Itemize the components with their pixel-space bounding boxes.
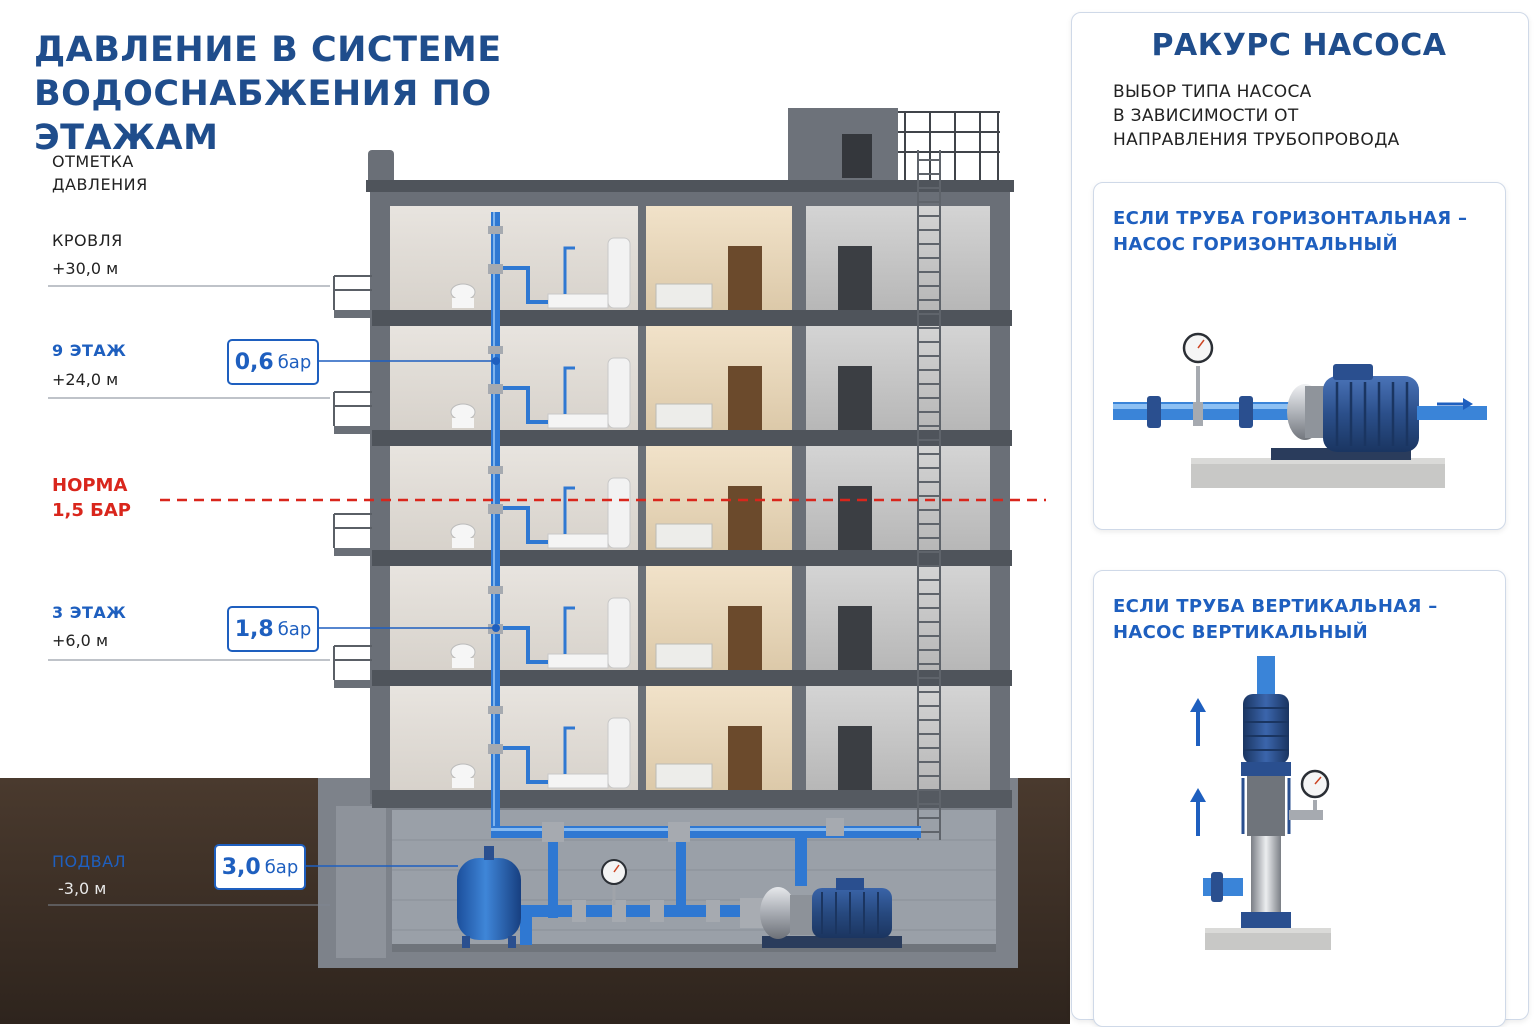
basement-pressure-gauge-icon	[601, 859, 627, 905]
pressure-gauge-icon	[1182, 332, 1214, 364]
vertical-caption: ЕСЛИ ТРУБА ВЕРТИКАЛЬНАЯ – НАСОС ВЕРТИКАЛ…	[1113, 596, 1438, 643]
floor-2	[372, 326, 1012, 446]
level-9-value: +24,0 м	[52, 370, 119, 389]
pressure-unit: бар	[277, 351, 312, 373]
bathroom-room	[390, 326, 638, 430]
pressure-value: 3,0	[221, 854, 261, 880]
horizontal-caption: ЕСЛИ ТРУБА ГОРИЗОНТАЛЬНАЯ – НАСОС ГОРИЗО…	[1113, 208, 1468, 255]
pressure-unit: бар	[277, 618, 312, 640]
level-3-name: 3 ЭТАЖ	[52, 603, 127, 622]
norm-label-line2: 1,5 БАР	[52, 500, 131, 521]
floor-1	[372, 206, 1012, 326]
level-basement-value: -3,0 м	[58, 879, 107, 898]
vertical-pump-base	[1205, 928, 1331, 950]
roof-railing	[898, 111, 1000, 186]
pressure-box-9: 0,6 бар	[227, 339, 319, 385]
balcony	[333, 275, 372, 318]
panel-subtitle: ВЫБОР ТИПА НАСОСА В ЗАВИСИМОСТИ ОТ НАПРА…	[1113, 82, 1400, 150]
pressure-box-3: 1,8 бар	[227, 606, 319, 652]
vertical-pipe	[1257, 656, 1275, 696]
vertical-pump-stages	[1251, 836, 1281, 914]
arrow-up-icon	[1190, 698, 1206, 746]
norm-label-line1: НОРМА	[52, 475, 128, 496]
stair-room	[806, 686, 990, 790]
arrow-up-icon	[1190, 788, 1206, 836]
stair-room	[806, 446, 990, 550]
building-scene	[0, 108, 1070, 1024]
level-roof-name: КРОВЛЯ	[52, 231, 123, 250]
vertical-pump-card	[1093, 570, 1506, 1027]
floor-5	[372, 686, 1012, 806]
level-roof-value: +30,0 м	[52, 259, 119, 278]
pressure-value: 0,6	[234, 349, 274, 375]
arrow-right-icon	[1437, 398, 1473, 410]
pressure-box-basement: 3,0 бар	[214, 844, 306, 890]
panel-title: РАКУРС НАСОСА	[1151, 28, 1447, 63]
main-riser-pipe	[491, 212, 500, 834]
bathroom-room	[390, 206, 638, 310]
vertical-pump-illustration	[1190, 656, 1331, 950]
basement-pump	[740, 878, 902, 948]
horizontal-pump-illustration	[1113, 332, 1487, 488]
vertical-motor	[1243, 694, 1289, 764]
level-9-name: 9 ЭТАЖ	[52, 341, 127, 360]
bathroom-room	[390, 686, 638, 790]
stair-room	[806, 566, 990, 670]
balcony	[333, 645, 372, 688]
pressure-gauge-icon	[1300, 769, 1330, 799]
floor-3	[372, 446, 1012, 566]
level-basement-name: ПОДВАЛ	[52, 852, 127, 871]
pump-motor	[1323, 376, 1419, 452]
level-3-value: +6,0 м	[52, 631, 109, 650]
bathroom-room	[390, 566, 638, 670]
balcony	[333, 513, 372, 556]
marks-header: ОТМЕТКА ДАВЛЕНИЯ	[52, 152, 148, 194]
pressure-unit: бар	[264, 856, 299, 878]
stair-room	[806, 206, 990, 310]
floor-4	[372, 566, 1012, 686]
balcony	[333, 391, 372, 434]
pressure-value: 1,8	[234, 616, 274, 642]
stair-room	[806, 326, 990, 430]
page-title: ДАВЛЕНИЕ В СИСТЕМЕ ВОДОСНАБЖЕНИЯ ПО ЭТАЖ…	[34, 30, 502, 158]
expansion-tank	[457, 846, 521, 948]
bathroom-room	[390, 446, 638, 550]
